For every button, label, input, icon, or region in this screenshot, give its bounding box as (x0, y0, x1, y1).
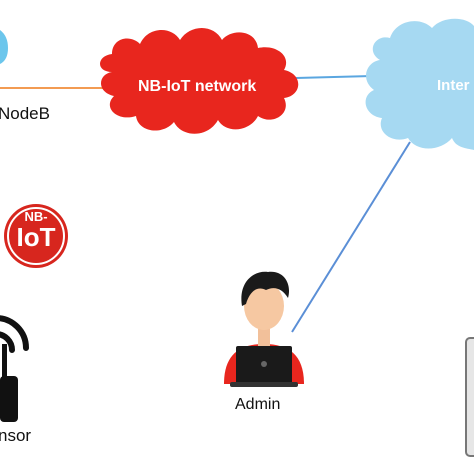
internet-label: Inter (437, 77, 470, 94)
internet-to-admin-link (291, 141, 411, 333)
laptop-icon (230, 346, 298, 387)
nbiot-to-internet-link (295, 75, 373, 79)
sensor-icon (0, 344, 18, 422)
internet-cloud (365, 18, 474, 151)
wifi-icon (0, 315, 29, 353)
nbiot-logo-line2: IoT (16, 222, 56, 252)
nbiot-cloud (100, 28, 299, 134)
sensor-label: nsor (0, 426, 32, 445)
nbiot-logo-icon (4, 204, 68, 268)
nbiot-logo-line1: NB- (24, 209, 48, 224)
nbiot-logo-text: NB- IoT (4, 210, 68, 250)
nbiot-network-label: NB-IoT network (138, 78, 257, 95)
enodeb-label: NodeB (0, 104, 50, 123)
admin-label: Admin (235, 396, 281, 413)
device-icon (465, 337, 474, 457)
enodeb-icon (0, 30, 8, 64)
